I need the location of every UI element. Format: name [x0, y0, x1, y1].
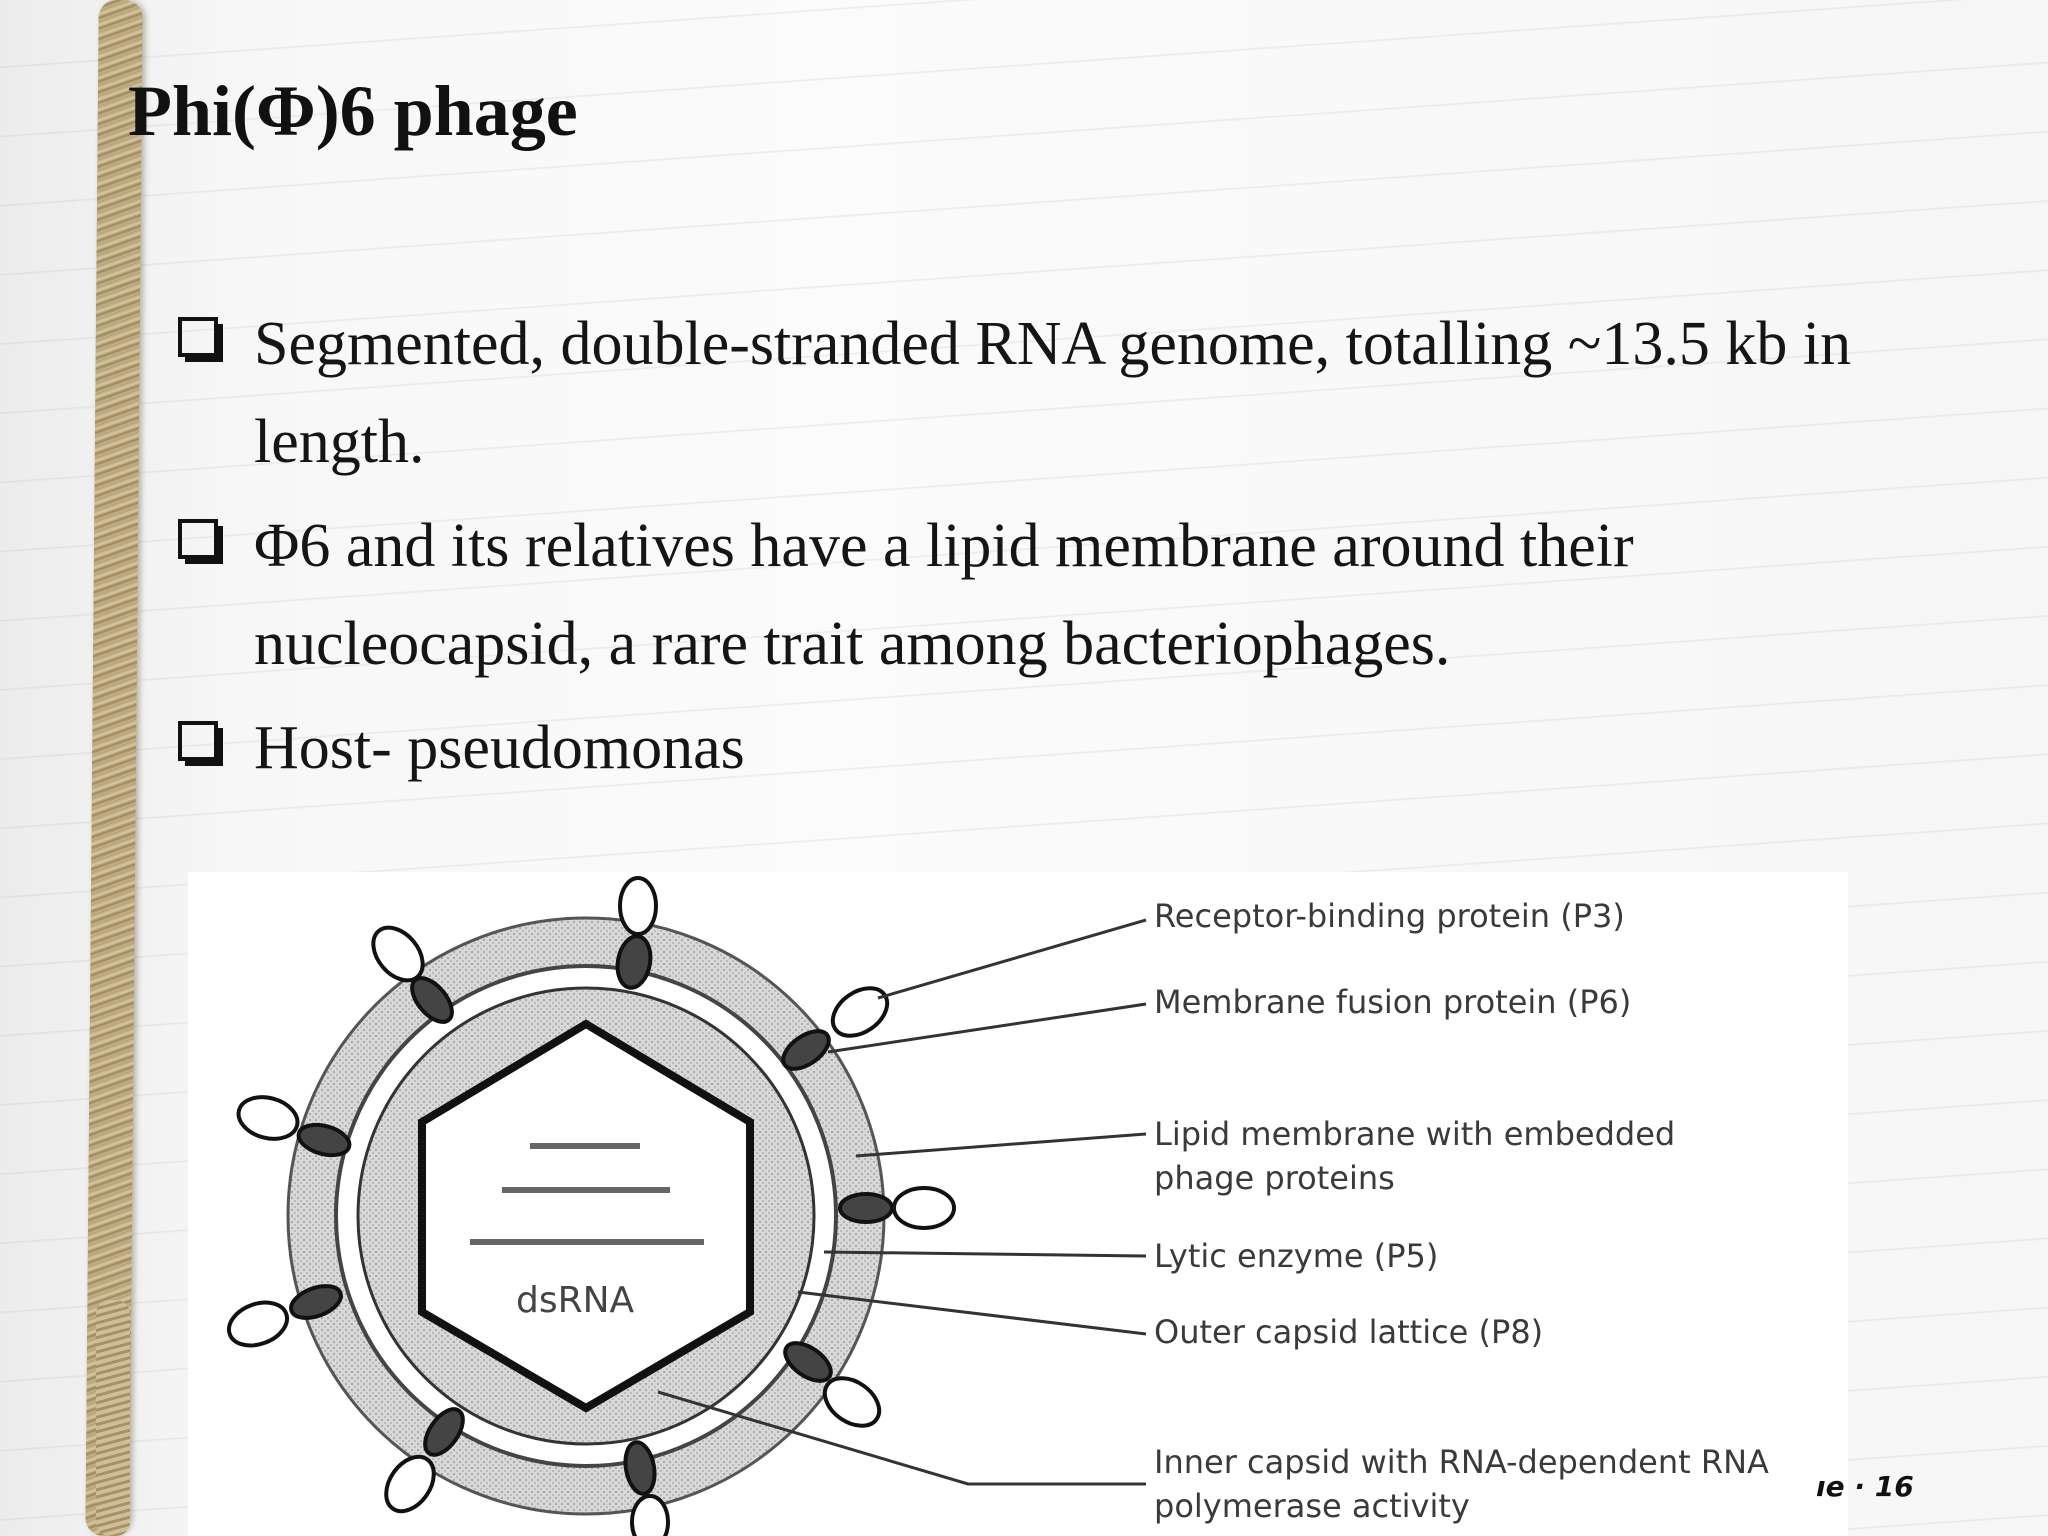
slide-title: Phi(Φ)6 phage — [128, 71, 578, 151]
label-lipid-membrane: Lipid membrane with embedded phage prote… — [1154, 1115, 1676, 1197]
checkbox-bullet-icon — [178, 519, 218, 559]
dsrna-label: dsRNA — [516, 1280, 635, 1321]
phage-schematic — [226, 876, 1147, 1536]
bullet-item: Φ6 and its relatives have a lipid membra… — [178, 497, 1978, 693]
bullet-list: Segmented, double-stranded RNA genome, t… — [178, 295, 1978, 803]
label-inner-capsid: Inner capsid with RNA-dependent RNA poly… — [1154, 1443, 1769, 1525]
label-receptor-binding-protein: Receptor-binding protein (P3) — [1154, 897, 1625, 935]
phi6-structure-diagram: dsRNA Receptor-binding protein (P3) Memb… — [188, 872, 1848, 1536]
bullet-item: Segmented, double-stranded RNA genome, t… — [178, 295, 1978, 491]
bullet-text: Φ6 and its relatives have a lipid membra… — [254, 512, 1634, 678]
label-outer-capsid-lattice: Outer capsid lattice (P8) — [1154, 1313, 1544, 1351]
bullet-text: Host- pseudomonas — [254, 714, 745, 782]
label-membrane-fusion-protein: Membrane fusion protein (P6) — [1154, 983, 1632, 1021]
rope-tail-decoration — [96, 1300, 130, 1536]
page-number: ıe · 16 — [1816, 1470, 1914, 1503]
label-lytic-enzyme: Lytic enzyme (P5) — [1154, 1237, 1439, 1275]
checkbox-bullet-icon — [178, 721, 218, 761]
bullet-text: Segmented, double-stranded RNA genome, t… — [254, 310, 1852, 476]
bullet-item: Host- pseudomonas — [178, 699, 1978, 797]
checkbox-bullet-icon — [178, 317, 218, 357]
